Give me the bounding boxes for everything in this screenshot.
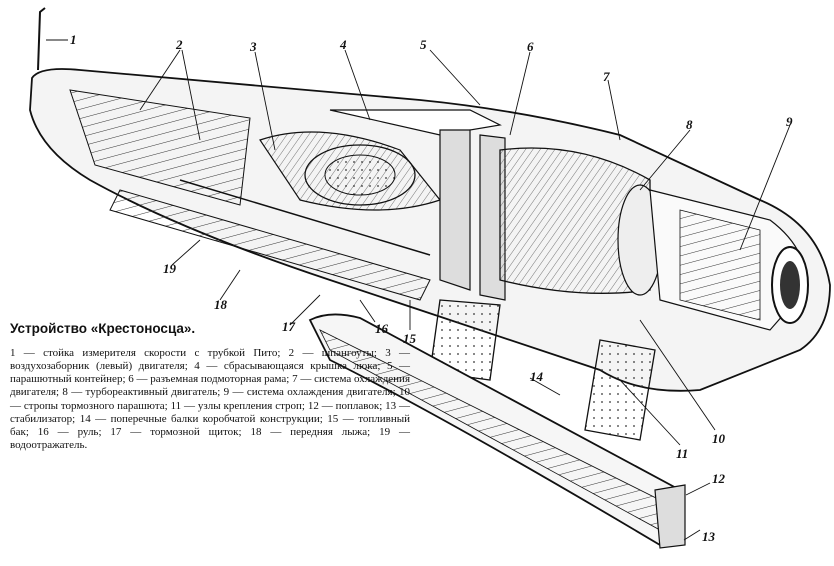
callout-11: 11 xyxy=(676,446,689,461)
callout-16: 16 xyxy=(375,321,388,336)
callout-5: 5 xyxy=(420,37,427,52)
callout-17: 17 xyxy=(282,319,295,334)
callout-14: 14 xyxy=(530,369,543,384)
leader-lines xyxy=(46,39,791,541)
callout-18: 18 xyxy=(214,297,227,312)
pitot-mast xyxy=(37,7,46,71)
box-beams xyxy=(429,299,656,441)
caption-block: Устройство «Крестоносца». 1 — стойка изм… xyxy=(10,321,410,452)
callout-4: 4 xyxy=(340,37,347,52)
callout-3: 3 xyxy=(250,39,257,54)
callout-10: 10 xyxy=(712,431,725,446)
float xyxy=(308,313,686,549)
callout-9: 9 xyxy=(786,114,793,129)
callout-15: 15 xyxy=(403,331,416,346)
callout-2: 2 xyxy=(176,37,183,52)
callout-13: 13 xyxy=(702,529,715,544)
hull-body xyxy=(29,68,831,392)
callout-19: 19 xyxy=(163,261,176,276)
callout-6: 6 xyxy=(527,39,534,54)
caption-title: Устройство «Крестоносца». xyxy=(10,321,196,336)
callout-8: 8 xyxy=(686,117,693,132)
callout-7: 7 xyxy=(603,69,610,84)
callout-1: 1 xyxy=(70,32,77,47)
legend-text: 1 — стойка измерителя скорости с трубкой… xyxy=(10,346,410,452)
callout-12: 12 xyxy=(712,471,725,486)
